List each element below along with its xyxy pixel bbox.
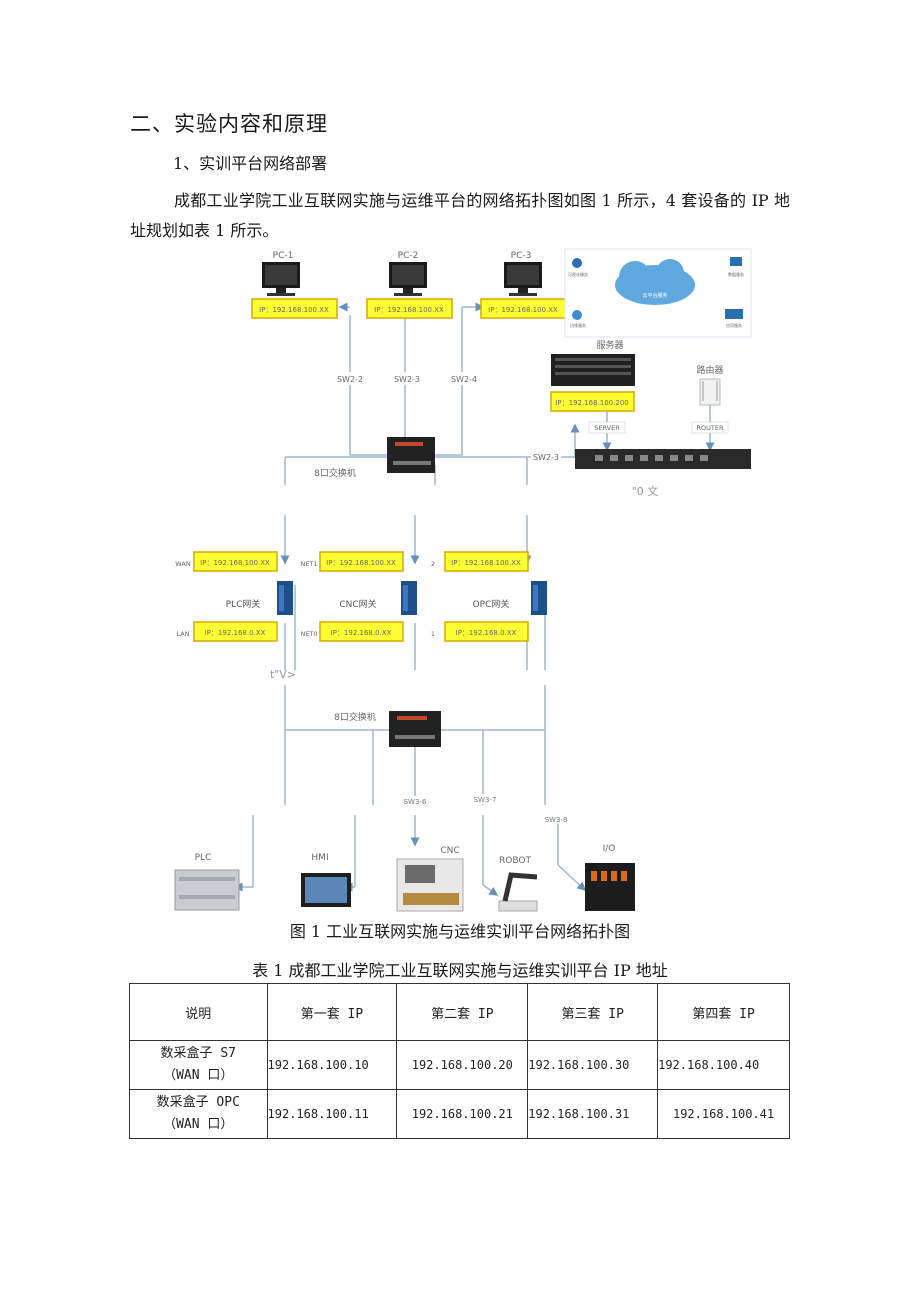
gateway-wan-ip: IP：192.168.100.XX	[326, 559, 396, 567]
table-cell: 192.168.100.40	[657, 1040, 790, 1090]
server-port-label: SERVER	[594, 424, 620, 432]
pc-label: PC-1	[273, 251, 294, 261]
svg-text:WAN: WAN	[175, 560, 191, 568]
switch-core	[575, 449, 751, 469]
gateway-lan-ip: IP：192.168.0.XX	[331, 629, 392, 637]
switch-label: 8口交换机	[334, 711, 376, 723]
table-row: 数采盒子 S7 （WAN 口） 192.168.100.10 192.168.1…	[129, 1040, 790, 1090]
svg-text:边缘服务: 边缘服务	[570, 322, 586, 328]
switch-lower: 8口交换机	[334, 711, 441, 747]
section-title: 二、实验内容和原理	[130, 112, 328, 136]
device-label: PLC	[195, 853, 212, 863]
gateway-wan-ip: IP：192.168.100.XX	[200, 559, 270, 567]
device-label: CNC	[440, 846, 459, 856]
gateway-wan-ip: IP：192.168.100.XX	[451, 559, 521, 567]
table-cell: 192.168.100.41	[657, 1089, 790, 1139]
svg-text:数据服务: 数据服务	[728, 271, 744, 277]
table-cell: 192.168.100.30	[527, 1040, 659, 1090]
table-cell: 192.168.100.21	[396, 1089, 529, 1139]
table-row: 数采盒子 OPC （WAN 口） 192.168.100.11 192.168.…	[129, 1089, 790, 1139]
table-header: 第二套 IP	[396, 983, 529, 1041]
figure-caption: 图 1 工业互联网实施与运维实训平台网络拓扑图	[289, 922, 631, 941]
pc-label: PC-3	[511, 251, 532, 261]
table-cell-desc: 数采盒子 OPC （WAN 口）	[129, 1089, 268, 1139]
stray-text: "0 文	[632, 484, 659, 498]
cnc-gateway: NET1 IP：192.168.100.XX CNC网关 NET0 IP：192…	[300, 551, 417, 642]
svg-text:1: 1	[431, 630, 435, 638]
table-header: 第三套 IP	[527, 983, 659, 1041]
table-caption: 表 1 成都工业学院工业互联网实施与运维实训平台 IP 地址	[252, 961, 668, 980]
sw2-labels: SW2-2 SW2-3 SW2-4	[333, 372, 481, 385]
pc-ip: IP：192.168.100.XX	[488, 306, 558, 314]
device-label: ROBOT	[499, 856, 531, 866]
plc-gateway: WAN IP：192.168.100.XX PLC网关 LAN IP：192.1…	[175, 551, 293, 642]
table-header: 第一套 IP	[266, 983, 398, 1041]
server-label: 服务器	[596, 339, 623, 351]
table-cell: 192.168.100.10	[266, 1040, 398, 1090]
sw-link-label: SW2-3	[394, 375, 420, 384]
table-header: 第四套 IP	[657, 983, 790, 1041]
device-robot: ROBOT	[498, 856, 538, 912]
sw-link-label: SW3-8	[545, 816, 568, 824]
table-header: 说明	[129, 983, 268, 1041]
cloud-panel: 云平台服务 可视化服务 数据服务 边缘服务 应用服务	[564, 248, 752, 338]
router: 路由器	[696, 364, 724, 406]
sw-uplink-label: SW2-3	[533, 453, 559, 462]
svg-text:LAN: LAN	[176, 630, 189, 638]
intro-paragraph: 成都工业学院工业互联网实施与运维平台的网络拓扑图如图 1 所示，4 套设备的 I…	[130, 191, 790, 240]
stray-text: t"V>	[270, 668, 296, 681]
device-hmi: HMI	[301, 853, 351, 907]
sw-link-label: SW3-6	[404, 798, 427, 806]
gateway-name: CNC网关	[339, 598, 376, 610]
svg-text:NET0: NET0	[300, 630, 317, 638]
svg-text:2: 2	[431, 560, 435, 568]
pc-2: PC-2 IP：192.168.100.XX	[366, 251, 453, 319]
pc-ip: IP：192.168.100.XX	[374, 306, 444, 314]
table-header-row: 说明 第一套 IP 第二套 IP 第三套 IP 第四套 IP	[129, 983, 790, 1041]
svg-text:应用服务: 应用服务	[726, 322, 742, 328]
sw-link-label: SW2-4	[451, 375, 477, 384]
cloud-label: 云平台服务	[642, 292, 667, 299]
router-label: 路由器	[696, 364, 723, 376]
svg-text:NET1: NET1	[300, 560, 317, 568]
gateway-lan-ip: IP：192.168.0.XX	[456, 629, 517, 637]
cloud-upload-icon	[572, 310, 582, 320]
table-cell: 192.168.100.20	[396, 1040, 529, 1090]
pc-ip: IP：192.168.100.XX	[259, 306, 329, 314]
device-label: HMI	[311, 853, 328, 863]
opc-gateway: 2 IP：192.168.100.XX OPC网关 1 IP：192.168.0…	[431, 551, 547, 642]
grid-icon	[730, 257, 742, 266]
device-io: I/O	[585, 844, 635, 911]
pc-3: PC-3 IP：192.168.100.XX	[480, 251, 567, 319]
table-cell: 192.168.100.11	[266, 1089, 398, 1139]
pc-1: PC-1 IP：192.168.100.XX	[251, 251, 338, 319]
ip-address-table: 说明 第一套 IP 第二套 IP 第三套 IP 第四套 IP 数采盒子 S7 （…	[129, 983, 790, 1139]
sw-link-label: SW2-2	[337, 375, 363, 384]
monitor-icon	[725, 309, 743, 319]
switch-top: 8口交换机	[314, 437, 435, 479]
subsection-title: 1、实训平台网络部署	[173, 154, 328, 173]
gateway-name: PLC网关	[226, 598, 261, 610]
server-ip: IP：192.168.100.200	[555, 399, 628, 407]
server: 服务器 IP：192.168.100.200	[550, 339, 635, 412]
pc-label: PC-2	[398, 251, 419, 261]
gateway-name: OPC网关	[473, 598, 510, 610]
device-cnc: CNC	[396, 846, 464, 912]
chart-icon	[572, 258, 582, 268]
switch-label: 8口交换机	[314, 467, 356, 479]
svg-text:可视化服务: 可视化服务	[568, 271, 588, 277]
router-port-label: ROUTER	[697, 424, 724, 432]
network-topology-figure: PC-1 IP：192.168.100.XX PC-2 IP：192.168.1…	[165, 245, 755, 915]
device-label: I/O	[603, 844, 616, 854]
table-cell-desc: 数采盒子 S7 （WAN 口）	[129, 1040, 268, 1090]
gateway-lan-ip: IP：192.168.0.XX	[205, 629, 266, 637]
device-plc: PLC	[174, 853, 240, 911]
table-cell: 192.168.100.31	[527, 1089, 659, 1139]
sw-link-label: SW3-7	[474, 796, 497, 804]
